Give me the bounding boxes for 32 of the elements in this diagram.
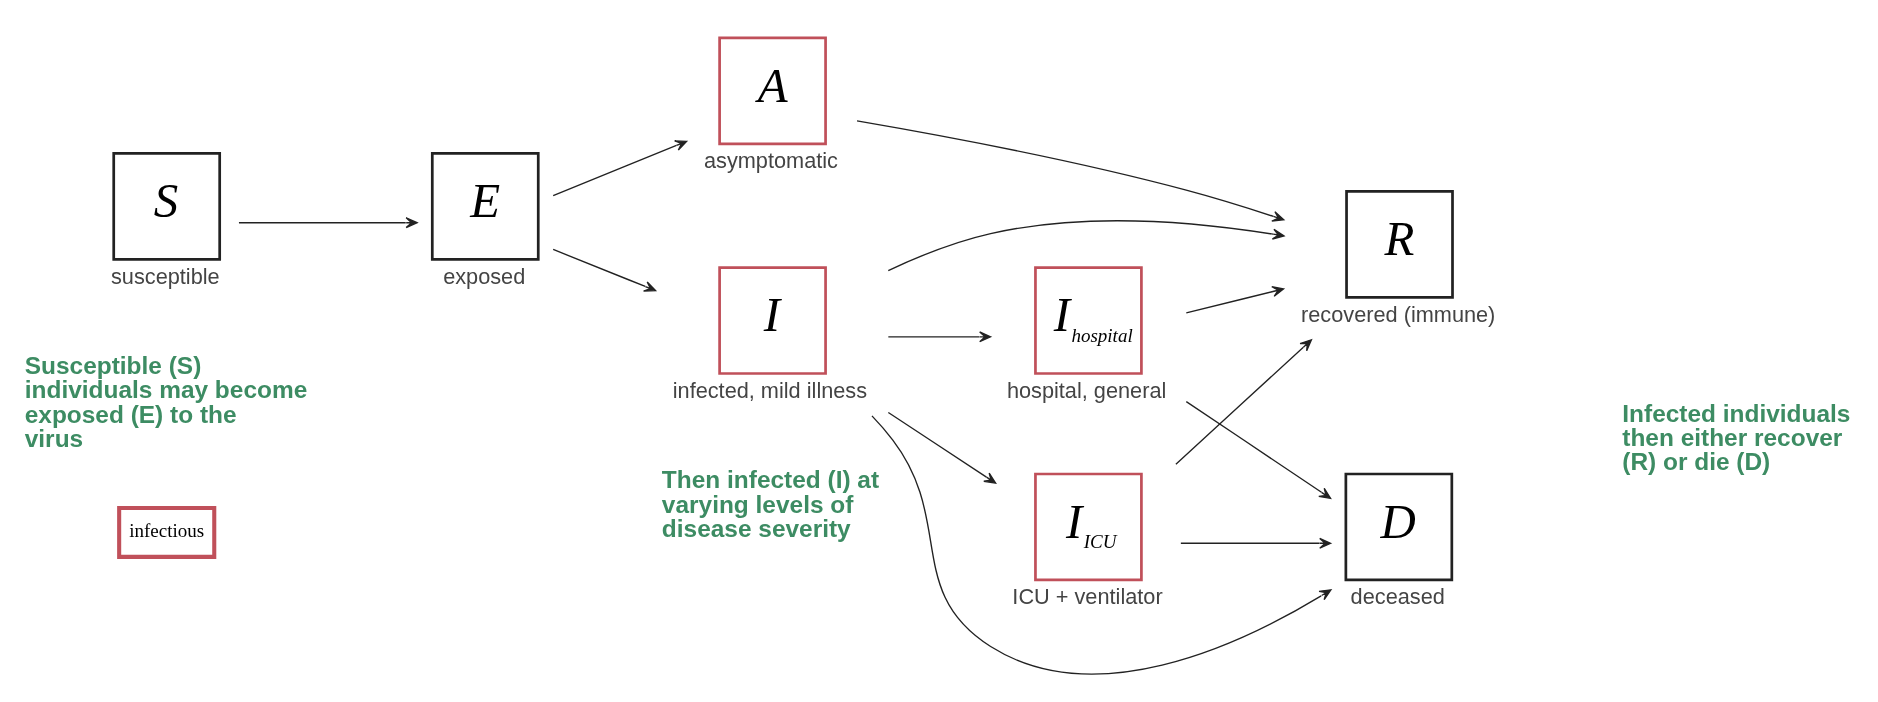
arrow bbox=[871, 414, 1332, 675]
node-label: infected, mild illness bbox=[672, 377, 868, 403]
arrow bbox=[887, 411, 997, 484]
arrow bbox=[238, 216, 418, 228]
node-box: I$_{ICU}$ bbox=[1034, 472, 1143, 581]
node-label: exposed bbox=[443, 263, 526, 289]
node-label: ICU + ventilator bbox=[1012, 583, 1163, 609]
arrow bbox=[552, 139, 688, 196]
node-box: D bbox=[1344, 472, 1454, 581]
node-box: A bbox=[718, 36, 827, 145]
node-box: E bbox=[430, 151, 540, 261]
node-label: deceased bbox=[1350, 583, 1445, 609]
arrow bbox=[1180, 537, 1332, 549]
arrow bbox=[552, 248, 657, 292]
arrow bbox=[856, 119, 1285, 222]
label: Then infected (I) at varying levels of disease severity bbox=[661, 465, 880, 542]
node-label: susceptible bbox=[111, 263, 220, 289]
arrow bbox=[1185, 400, 1332, 499]
node-label: hospital, general bbox=[1006, 377, 1167, 403]
node-label: recovered (immune) bbox=[1301, 301, 1496, 327]
arrow bbox=[887, 219, 1285, 271]
node-box: S bbox=[112, 151, 222, 261]
legend-label: infectious bbox=[129, 519, 205, 541]
node-box: I bbox=[718, 265, 827, 375]
node-label: asymptomatic bbox=[703, 147, 838, 173]
node-box: I$_{hospital}$ bbox=[1034, 265, 1143, 375]
node-box: R bbox=[1345, 189, 1454, 299]
arrow bbox=[887, 330, 992, 342]
label: Infected individuals then either recover (R) or die (D) bbox=[1622, 399, 1851, 475]
label: Susceptible (S) individuals may become exposed (E) to the virus bbox=[24, 351, 308, 452]
arrow bbox=[1185, 285, 1285, 314]
arrow bbox=[1175, 338, 1313, 465]
